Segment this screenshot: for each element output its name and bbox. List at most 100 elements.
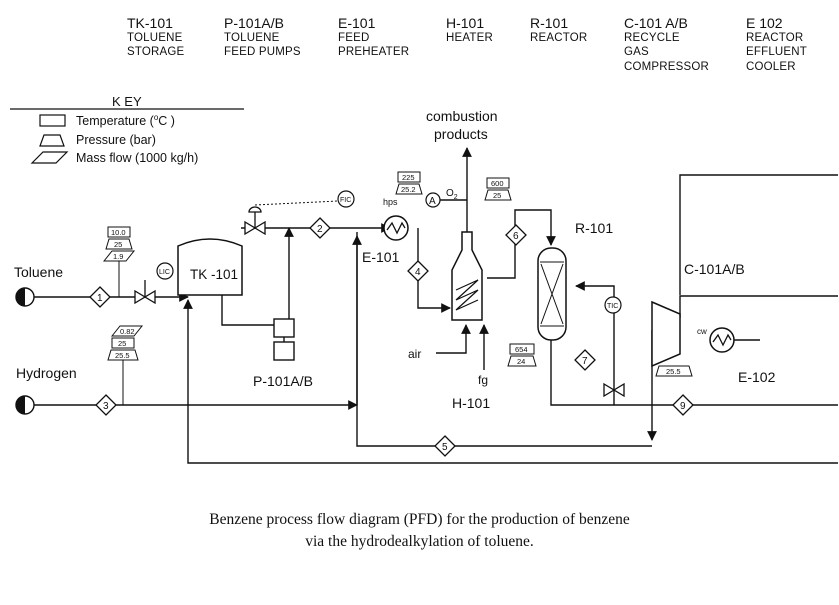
equipment-desc: FEED [338, 31, 370, 44]
compressor-suction-line [679, 295, 838, 318]
stream-1-marker: 1 [89, 286, 111, 308]
h2-flow: 25.5 [115, 351, 130, 360]
combustion-label-2: products [434, 126, 488, 142]
reactor-outlet-line [550, 340, 838, 406]
equipment-tag: R-101 [530, 15, 569, 31]
stream-3-marker: 3 [95, 394, 117, 416]
equipment-list-item-h101: H-101 HEATER [446, 16, 493, 45]
reactor-r101 [537, 247, 567, 341]
heater-h101 [451, 231, 483, 321]
equipment-list-item-e101: E-101 FEED PREHEATER [338, 16, 409, 60]
reactor-readings: 654 24 [507, 343, 537, 367]
stream-1-number: 1 [97, 293, 103, 304]
o2-label: O2 [446, 188, 458, 201]
stream-2-marker: 2 [309, 217, 331, 239]
toluene-source-symbol [15, 287, 35, 307]
stream-6-marker: 6 [505, 224, 527, 246]
equipment-list-item-tk101: TK-101 TOLUENE STORAGE [127, 16, 184, 60]
caption-line-2: via the hydrodealkylation of toluene. [305, 533, 534, 550]
toluene-label: Toluene [14, 264, 63, 280]
exchanger-e101-label: E-101 [362, 249, 400, 265]
key-massflow-label: Mass flow (1000 kg/h) [76, 151, 198, 165]
flow-control-valve [244, 206, 266, 236]
level-control-valve [134, 280, 156, 305]
compressor-pressure: 25.5 [666, 367, 681, 376]
feed-temp: 10.0 [111, 228, 126, 237]
recycle-top-line [679, 174, 838, 295]
fg-label: fg [478, 373, 488, 387]
equipment-list-item-e102: E 102 REACTOR EFFLUENT COOLER [746, 16, 807, 74]
equipment-tag: TK-101 [127, 15, 173, 31]
stream-7-marker: 7 [574, 349, 596, 371]
equipment-desc: TOLUENE [224, 31, 280, 44]
compressor-c101 [651, 300, 681, 368]
equipment-desc: STORAGE [127, 46, 185, 58]
equipment-desc: EFFLUENT [746, 46, 808, 58]
lic-label: LIC [159, 269, 170, 276]
temperature-control-valve [603, 382, 625, 398]
stream-9-number: 9 [680, 401, 686, 412]
analyzer-instrument [425, 192, 441, 208]
heater-temp: 600 [491, 179, 504, 188]
quench-line [575, 281, 615, 405]
hps-label: hps [383, 197, 398, 207]
combustion-label-1: combustion [426, 108, 498, 124]
feed-pressure: 25 [114, 240, 122, 249]
hydrogen-readings: 0.82 25 25.5 [107, 325, 144, 405]
stream-3-number: 3 [103, 401, 109, 412]
heater-pressure: 25 [493, 191, 501, 200]
key-title: K EY [112, 94, 142, 109]
tank-tk101-label: TK -101 [190, 267, 238, 282]
stream-4-marker: 4 [407, 260, 429, 282]
stream-7-number: 7 [582, 356, 588, 367]
lic-instrument [156, 262, 174, 280]
air-label: air [408, 347, 421, 361]
h2-pressure: 25 [118, 339, 126, 348]
equipment-list-item-p101: P-101A/B TOLUENE FEED PUMPS [224, 16, 301, 60]
tic-instrument [604, 296, 622, 314]
reactor-pressure: 24 [517, 357, 525, 366]
equipment-tag: P-101A/B [224, 15, 284, 31]
reactor-r101-label: R-101 [575, 220, 613, 236]
equipment-desc: TOLUENE [127, 31, 183, 44]
e101-pressure: 25.2 [401, 185, 416, 194]
tic-label: TIC [607, 303, 618, 310]
caption-line-1: Benzene process flow diagram (PFD) for t… [209, 511, 630, 528]
legend-key: K EY Temperature (oC ) Pressure (bar) Ma… [10, 94, 244, 165]
fic-instrument [337, 190, 355, 208]
equipment-desc: RECYCLE [624, 31, 680, 44]
stream-5-line [356, 232, 652, 447]
tank-tk101 [177, 238, 243, 296]
stream-5-number: 5 [442, 442, 448, 453]
heater-to-reactor-line [487, 209, 556, 279]
e101-temp: 225 [402, 173, 415, 182]
equipment-desc: REACTOR [530, 31, 588, 44]
temperature-symbol [39, 114, 66, 127]
hydrogen-source-symbol [15, 395, 35, 415]
h2-temp: 0.82 [120, 327, 135, 336]
equipment-list-item-c101: C-101 A/B RECYCLE GAS COMPRESSOR [624, 16, 709, 74]
exchanger-e102 [709, 327, 735, 353]
stream-5-marker: 5 [434, 435, 456, 457]
figure-caption: Benzene process flow diagram (PFD) for t… [0, 509, 839, 553]
compressor-readings: 25.5 [655, 365, 693, 377]
stream-6-number: 6 [513, 231, 519, 242]
air-inlet-line [436, 324, 471, 354]
feed-readings: 10.0 25 1.9 [102, 226, 136, 297]
equipment-desc: GAS [624, 46, 649, 58]
cw-label: cw [697, 327, 707, 336]
e101-to-heater-line [417, 228, 451, 313]
pump-p101 [273, 318, 295, 361]
fic-signal-line [254, 200, 339, 206]
equipment-desc: PREHEATER [338, 46, 410, 58]
stream-4-number: 4 [415, 267, 421, 278]
recycle-bottom-line [183, 299, 838, 464]
equipment-desc: REACTOR [746, 31, 804, 44]
feed-flow: 1.9 [113, 252, 123, 261]
tank-to-pump-line [221, 295, 276, 326]
pressure-symbol [39, 134, 65, 147]
equipment-tag: C-101 A/B [624, 15, 688, 31]
exchanger-e101 [383, 215, 409, 241]
stream-9-marker: 9 [672, 394, 694, 416]
